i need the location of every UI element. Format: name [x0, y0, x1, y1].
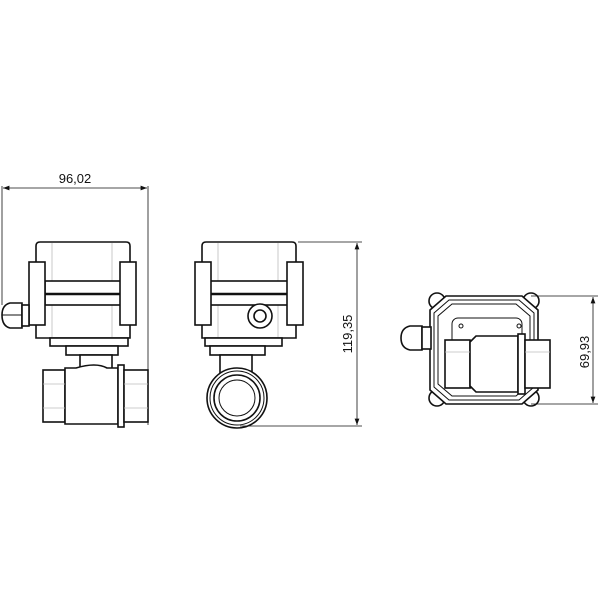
cable-gland: [1, 302, 30, 329]
dimension-depth: 69,93: [531, 295, 598, 405]
top-view: [400, 292, 551, 407]
width-label: 96,02: [59, 171, 92, 186]
depth-label: 69,93: [577, 336, 592, 369]
side-view: [1, 241, 149, 428]
dimension-height: 119,35: [240, 241, 362, 427]
front-view: [194, 241, 304, 429]
cable-gland-top: [400, 325, 432, 351]
height-label: 119,35: [340, 315, 355, 354]
